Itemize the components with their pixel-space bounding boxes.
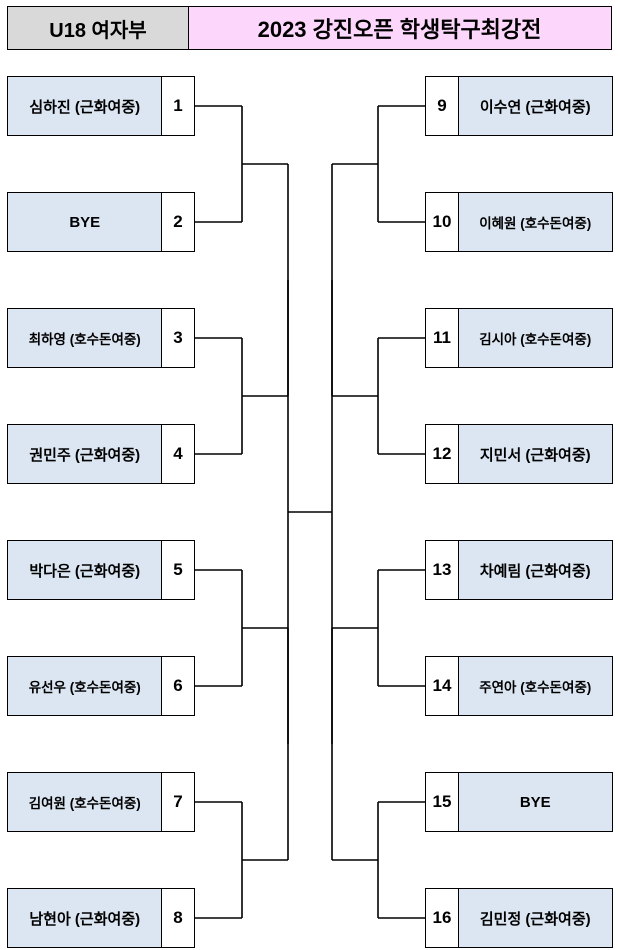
seed-number-10: 10: [425, 192, 459, 252]
player-name-7: 김여원 (호수돈여중): [7, 772, 163, 832]
player-name-2: BYE: [7, 192, 163, 252]
player-name-15: BYE: [457, 772, 613, 832]
bracket-slot-1[interactable]: 심하진 (근화여중)1: [7, 76, 195, 136]
bracket-slot-8[interactable]: 남현아 (근화여중)8: [7, 888, 195, 948]
bracket-slot-7[interactable]: 김여원 (호수돈여중)7: [7, 772, 195, 832]
player-name-4: 권민주 (근화여중): [7, 424, 163, 484]
player-name-12: 지민서 (근화여중): [457, 424, 613, 484]
seed-number-9: 9: [425, 76, 459, 136]
player-name-11: 김시아 (호수돈여중): [457, 308, 613, 368]
player-name-10: 이혜원 (호수돈여중): [457, 192, 613, 252]
seed-number-6: 6: [161, 656, 195, 716]
player-name-16: 김민정 (근화여중): [457, 888, 613, 948]
bracket-slot-3[interactable]: 최하영 (호수돈여중)3: [7, 308, 195, 368]
player-name-8: 남현아 (근화여중): [7, 888, 163, 948]
tournament-title: 2023 강진오픈 학생탁구최강전: [187, 6, 612, 50]
bracket-slot-4[interactable]: 권민주 (근화여중)4: [7, 424, 195, 484]
player-name-6: 유선우 (호수돈여중): [7, 656, 163, 716]
seed-number-14: 14: [425, 656, 459, 716]
seed-number-15: 15: [425, 772, 459, 832]
seed-number-3: 3: [161, 308, 195, 368]
bracket-slot-6[interactable]: 유선우 (호수돈여중)6: [7, 656, 195, 716]
player-name-3: 최하영 (호수돈여중): [7, 308, 163, 368]
seed-number-2: 2: [161, 192, 195, 252]
seed-number-5: 5: [161, 540, 195, 600]
player-name-9: 이수연 (근화여중): [457, 76, 613, 136]
player-name-1: 심하진 (근화여중): [7, 76, 163, 136]
seed-number-11: 11: [425, 308, 459, 368]
bracket-slot-5[interactable]: 박다은 (근화여중)5: [7, 540, 195, 600]
seed-number-7: 7: [161, 772, 195, 832]
seed-number-1: 1: [161, 76, 195, 136]
seed-number-16: 16: [425, 888, 459, 948]
player-name-14: 주연아 (호수돈여중): [457, 656, 613, 716]
player-name-13: 차예림 (근화여중): [457, 540, 613, 600]
seed-number-8: 8: [161, 888, 195, 948]
bracket-header: U18 여자부 2023 강진오픈 학생탁구최강전: [7, 6, 613, 50]
seed-number-12: 12: [425, 424, 459, 484]
seed-number-4: 4: [161, 424, 195, 484]
seed-number-13: 13: [425, 540, 459, 600]
division-label: U18 여자부: [7, 6, 189, 50]
player-name-5: 박다은 (근화여중): [7, 540, 163, 600]
